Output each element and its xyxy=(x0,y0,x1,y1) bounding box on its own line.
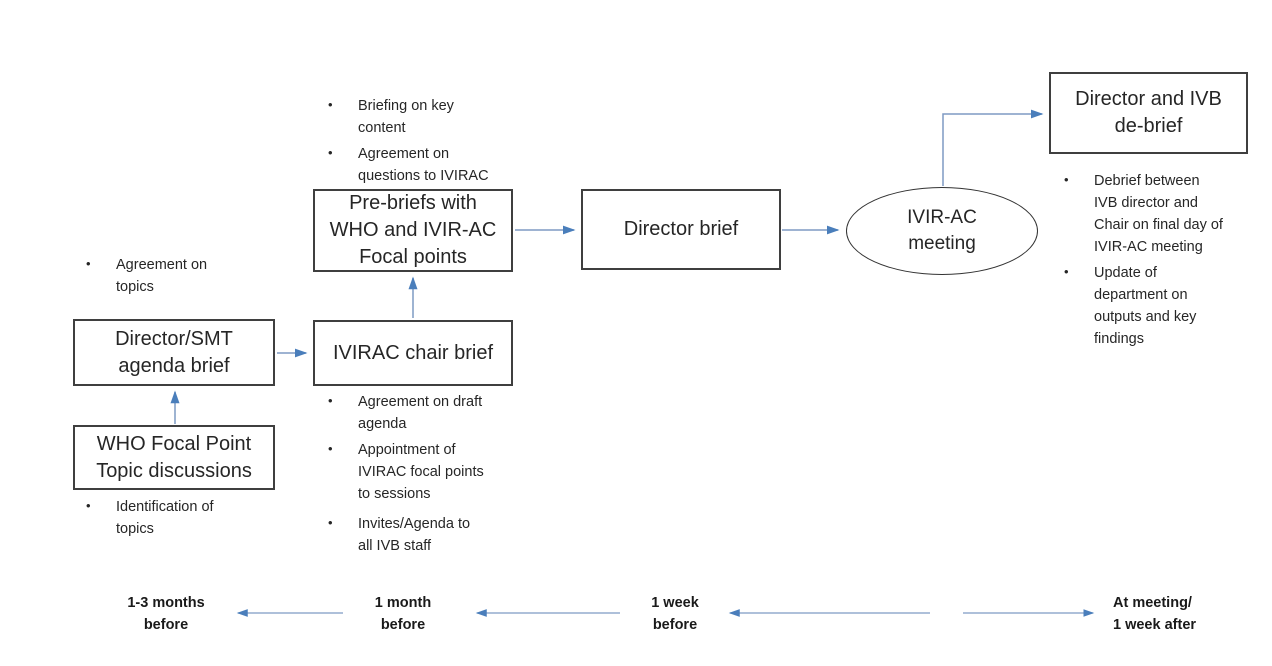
bullet-item: Agreement on questions to IVIRAC xyxy=(322,142,512,187)
bullet-item: Agreement on topics xyxy=(80,253,250,298)
timeline-label-1-month-before: 1 month before xyxy=(374,595,432,633)
bullets-ivirac-chair: Agreement on draft agenda Appointment of… xyxy=(322,390,512,561)
bullets-pre-briefs: Briefing on key content Agreement on que… xyxy=(322,94,512,191)
node-director-and-ivb-debrief: Director and IVB de-brief xyxy=(1049,72,1248,154)
bullet-item: Agreement on draft agenda xyxy=(322,390,512,435)
timeline-label-1-week-before: 1 week before xyxy=(651,595,699,633)
node-pre-briefs: Pre-briefs with WHO and IVIR-AC Focal po… xyxy=(313,189,513,272)
node-director-brief: Director brief xyxy=(581,189,781,270)
bullet-item: Appointment of IVIRAC focal points to se… xyxy=(322,438,512,505)
node-ivir-ac-meeting: IVIR-AC meeting xyxy=(846,187,1038,275)
node-director-smt-agenda-brief: Director/SMT agenda brief xyxy=(73,319,275,386)
bullet-item: Update of department on outputs and key … xyxy=(1058,261,1238,350)
bullet-item: Invites/Agenda to all IVB staff xyxy=(322,512,512,557)
bullets-smt-agenda: Agreement on topics xyxy=(80,253,250,302)
arrow-meeting-to-debrief xyxy=(942,109,1044,186)
node-ivirac-chair-brief: IVIRAC chair brief xyxy=(313,320,513,386)
bullet-item: Identification of topics xyxy=(80,495,250,540)
bullet-item: Debrief between IVB director and Chair o… xyxy=(1058,169,1238,258)
timeline-label-at-meeting: At meeting/ 1 week after xyxy=(1113,595,1197,633)
bullets-who-focal: Identification of topics xyxy=(80,495,250,544)
timeline-label-1-3-months-before: 1-3 months before xyxy=(127,595,205,633)
bullet-item: Briefing on key content xyxy=(322,94,512,139)
node-who-focal-point-topic-discussions: WHO Focal Point Topic discussions xyxy=(73,425,275,490)
bullets-debrief: Debrief between IVB director and Chair o… xyxy=(1058,169,1238,354)
